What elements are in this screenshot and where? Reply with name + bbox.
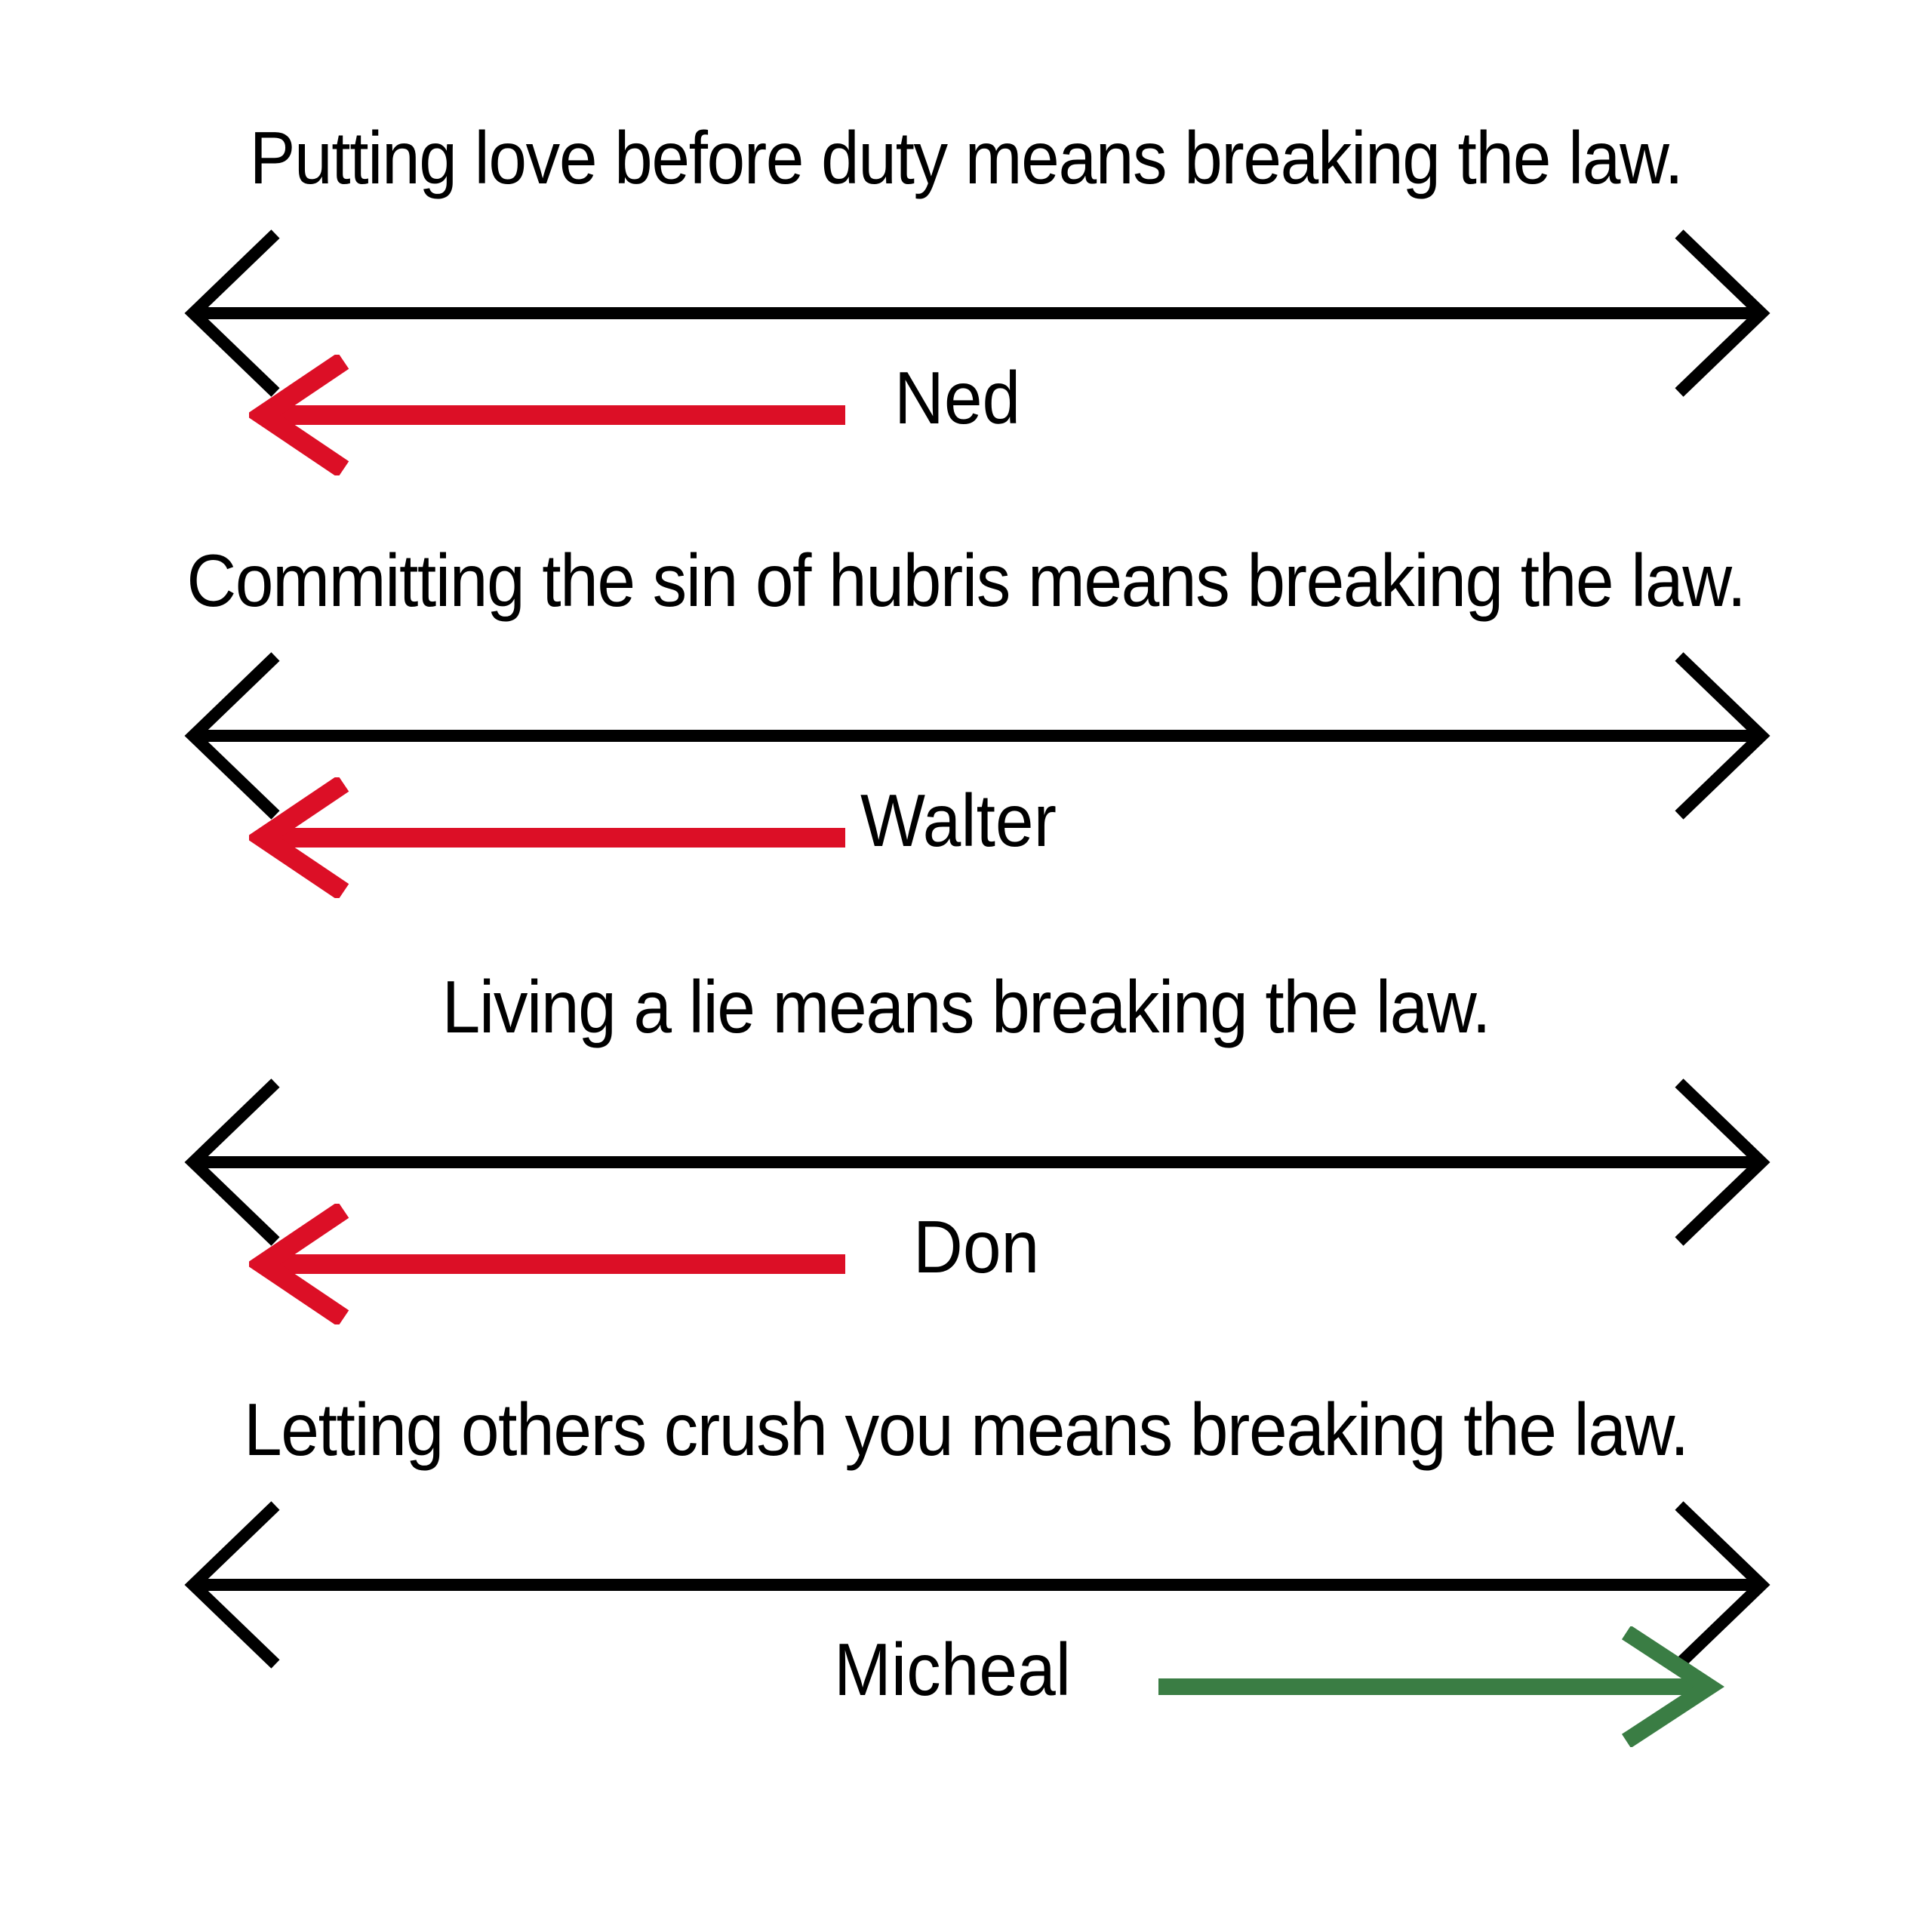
range-double-arrow-3 [184, 1078, 1770, 1246]
actor-label-4: Micheal [834, 1628, 1072, 1711]
actor-label-2: Walter [860, 779, 1057, 862]
range-double-arrow-2 [184, 652, 1770, 820]
actor-line-2: Walter [0, 762, 1932, 913]
red-left-arrow-1 [249, 355, 845, 475]
actor-label-3: Don [913, 1205, 1040, 1288]
range-double-arrow-4 [184, 1501, 1770, 1669]
actor-line-4: Micheal [0, 1611, 1932, 1762]
statement-text-4: Letting others crush you means breaking … [244, 1388, 1689, 1471]
green-right-arrow-4 [1158, 1626, 1724, 1747]
range-double-arrow-1 [184, 229, 1770, 397]
actor-label-1: Ned [894, 356, 1021, 439]
red-left-arrow-3 [249, 1204, 845, 1324]
actor-line-1: Ned [0, 340, 1932, 491]
statement-text-1: Putting love before duty means breaking … [249, 116, 1684, 199]
actor-line-3: Don [0, 1189, 1932, 1340]
statement-text-3: Living a lie means breaking the law. [441, 965, 1491, 1048]
red-left-arrow-2 [249, 777, 845, 898]
statement-text-2: Committing the sin of hubris means break… [186, 539, 1746, 622]
